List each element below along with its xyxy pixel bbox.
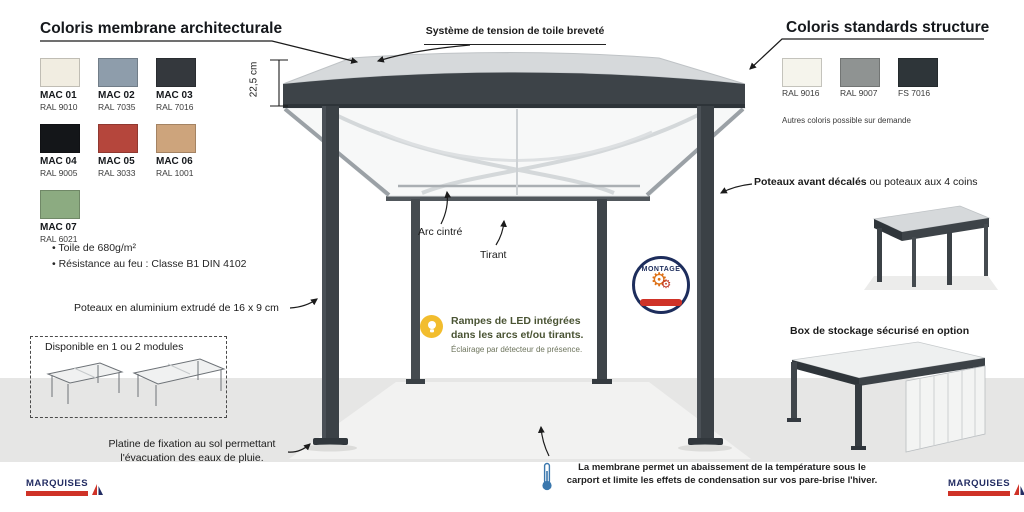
brand-logo-text: MARQUISES — [948, 478, 1010, 496]
temperature-note-text: La membrane permet un abaissement de la … — [566, 462, 878, 487]
sail-icon — [92, 484, 104, 495]
tension-system-label: Système de tension de toile breveté — [424, 25, 606, 45]
brand-name: MARQUISES — [26, 478, 89, 489]
led-text: Rampes de LED intégrées dans les arcs et… — [451, 315, 601, 354]
color-chip — [782, 58, 822, 87]
led-feature: Rampes de LED intégrées dans les arcs et… — [420, 315, 601, 354]
structure-swatch: RAL 9007 — [840, 58, 898, 98]
annotation-arrows — [40, 38, 984, 457]
offset-posts-label-rest: ou poteaux aux 4 coins — [866, 176, 978, 188]
membrane-swatch: MAC 05 RAL 3033 — [98, 124, 156, 178]
swatch-code: RAL 9007 — [840, 88, 878, 98]
structure-swatch: RAL 9016 — [782, 58, 840, 98]
storage-box-label: Box de stockage sécurisé en option — [790, 325, 970, 337]
swatch-code: MAC 02 — [98, 90, 135, 101]
color-chip — [40, 124, 80, 153]
brand-logo: MARQUISES — [948, 478, 1024, 496]
offset-posts-illustration — [864, 205, 998, 290]
tirant-label: Tirant — [480, 249, 507, 261]
main-carport-illustration — [281, 52, 747, 452]
led-sub-text: Éclairage par détecteur de présence. — [451, 345, 583, 355]
swatch-code: MAC 03 — [156, 90, 193, 101]
badge-ribbon — [640, 299, 682, 306]
swatch-code: MAC 06 — [156, 156, 193, 167]
color-chip — [156, 58, 196, 87]
membrane-colors-title: Coloris membrane architecturale — [40, 20, 283, 37]
color-chip — [898, 58, 938, 87]
brand-logo-text: MARQUISES — [26, 478, 88, 496]
structure-colors-title: Coloris standards structure — [786, 19, 990, 36]
storage-box-illustration — [787, 341, 986, 453]
montage-badge-title: MONTAGE — [641, 266, 681, 273]
brand-tagline-bar — [26, 491, 88, 496]
gears-icon: ⚙⚙ — [650, 270, 672, 291]
swatch-code: RAL 9016 — [782, 88, 820, 98]
temperature-note: La membrane permet un abaissement de la … — [540, 461, 882, 491]
offset-posts-label-bold: Poteaux avant décalés — [754, 176, 867, 188]
swatch-code: MAC 05 — [98, 156, 135, 167]
height-measure-label: 22,5 cm — [248, 61, 260, 98]
spec-feu: • Résistance au feu : Classe B1 DIN 4102 — [52, 258, 247, 271]
swatch-code: MAC 07 — [40, 222, 77, 233]
modules-illustration — [46, 358, 226, 406]
membrane-specs: • Toile de 680g/m² • Résistance au feu :… — [52, 240, 247, 273]
swatch-ral: RAL 1001 — [156, 168, 194, 178]
swatch-ral: RAL 7016 — [156, 102, 194, 112]
membrane-swatch: MAC 06 RAL 1001 — [156, 124, 214, 178]
membrane-swatch: MAC 01 RAL 9010 — [40, 58, 98, 112]
swatch-code: FS 7016 — [898, 88, 931, 98]
height-measure-bracket — [270, 59, 288, 107]
arc-label: Arc cintré — [418, 226, 463, 238]
brand-logo: MARQUISES — [26, 478, 104, 496]
structure-colors-note: Autres coloris possible sur demande — [782, 116, 911, 125]
sail-icon — [1014, 484, 1024, 495]
swatch-ral: RAL 7035 — [98, 102, 136, 112]
spec-toile: • Toile de 680g/m² — [52, 242, 137, 254]
aluminium-posts-label: Poteaux en aluminium extrudé de 16 x 9 c… — [74, 302, 279, 314]
color-chip — [40, 190, 80, 219]
swatch-ral: RAL 3033 — [98, 168, 136, 178]
led-bulb-icon — [420, 315, 443, 338]
swatch-code: MAC 01 — [40, 90, 77, 101]
color-chip — [156, 124, 196, 153]
color-chip — [98, 58, 138, 87]
swatch-code: MAC 04 — [40, 156, 77, 167]
color-chip — [840, 58, 880, 87]
led-main-text: Rampes de LED intégrées dans les arcs et… — [451, 315, 584, 341]
modules-label: Disponible en 1 ou 2 modules — [45, 341, 184, 353]
swatch-ral: RAL 9010 — [40, 102, 78, 112]
swatch-ral: RAL 9005 — [40, 168, 78, 178]
carport-floor-shadow — [289, 382, 751, 459]
color-chip — [40, 58, 80, 87]
membrane-swatch: MAC 02 RAL 7035 — [98, 58, 156, 112]
montage-badge: MONTAGE ⚙⚙ — [632, 256, 690, 314]
membrane-swatch: MAC 03 RAL 7016 — [156, 58, 214, 112]
modules-option-box: Disponible en 1 ou 2 modules — [30, 336, 227, 418]
membrane-swatch: MAC 07 RAL 6021 — [40, 190, 98, 244]
brand-tagline-bar — [948, 491, 1010, 496]
structure-swatch: FS 7016 — [898, 58, 956, 98]
offset-posts-label: Poteaux avant décalés ou poteaux aux 4 c… — [754, 176, 978, 188]
swatch-ral: RAL 6021 — [40, 234, 78, 244]
structure-swatch-grid: RAL 9016 RAL 9007 FS 7016 — [782, 58, 956, 98]
platine-label: Platine de fixation au sol permettant l'… — [108, 438, 276, 464]
membrane-swatch-grid: MAC 01 RAL 9010 MAC 02 RAL 7035 MAC 03 R… — [40, 58, 214, 244]
brand-name: MARQUISES — [948, 478, 1011, 489]
membrane-swatch: MAC 04 RAL 9005 — [40, 124, 98, 178]
color-chip — [98, 124, 138, 153]
thermometer-icon — [542, 462, 552, 491]
